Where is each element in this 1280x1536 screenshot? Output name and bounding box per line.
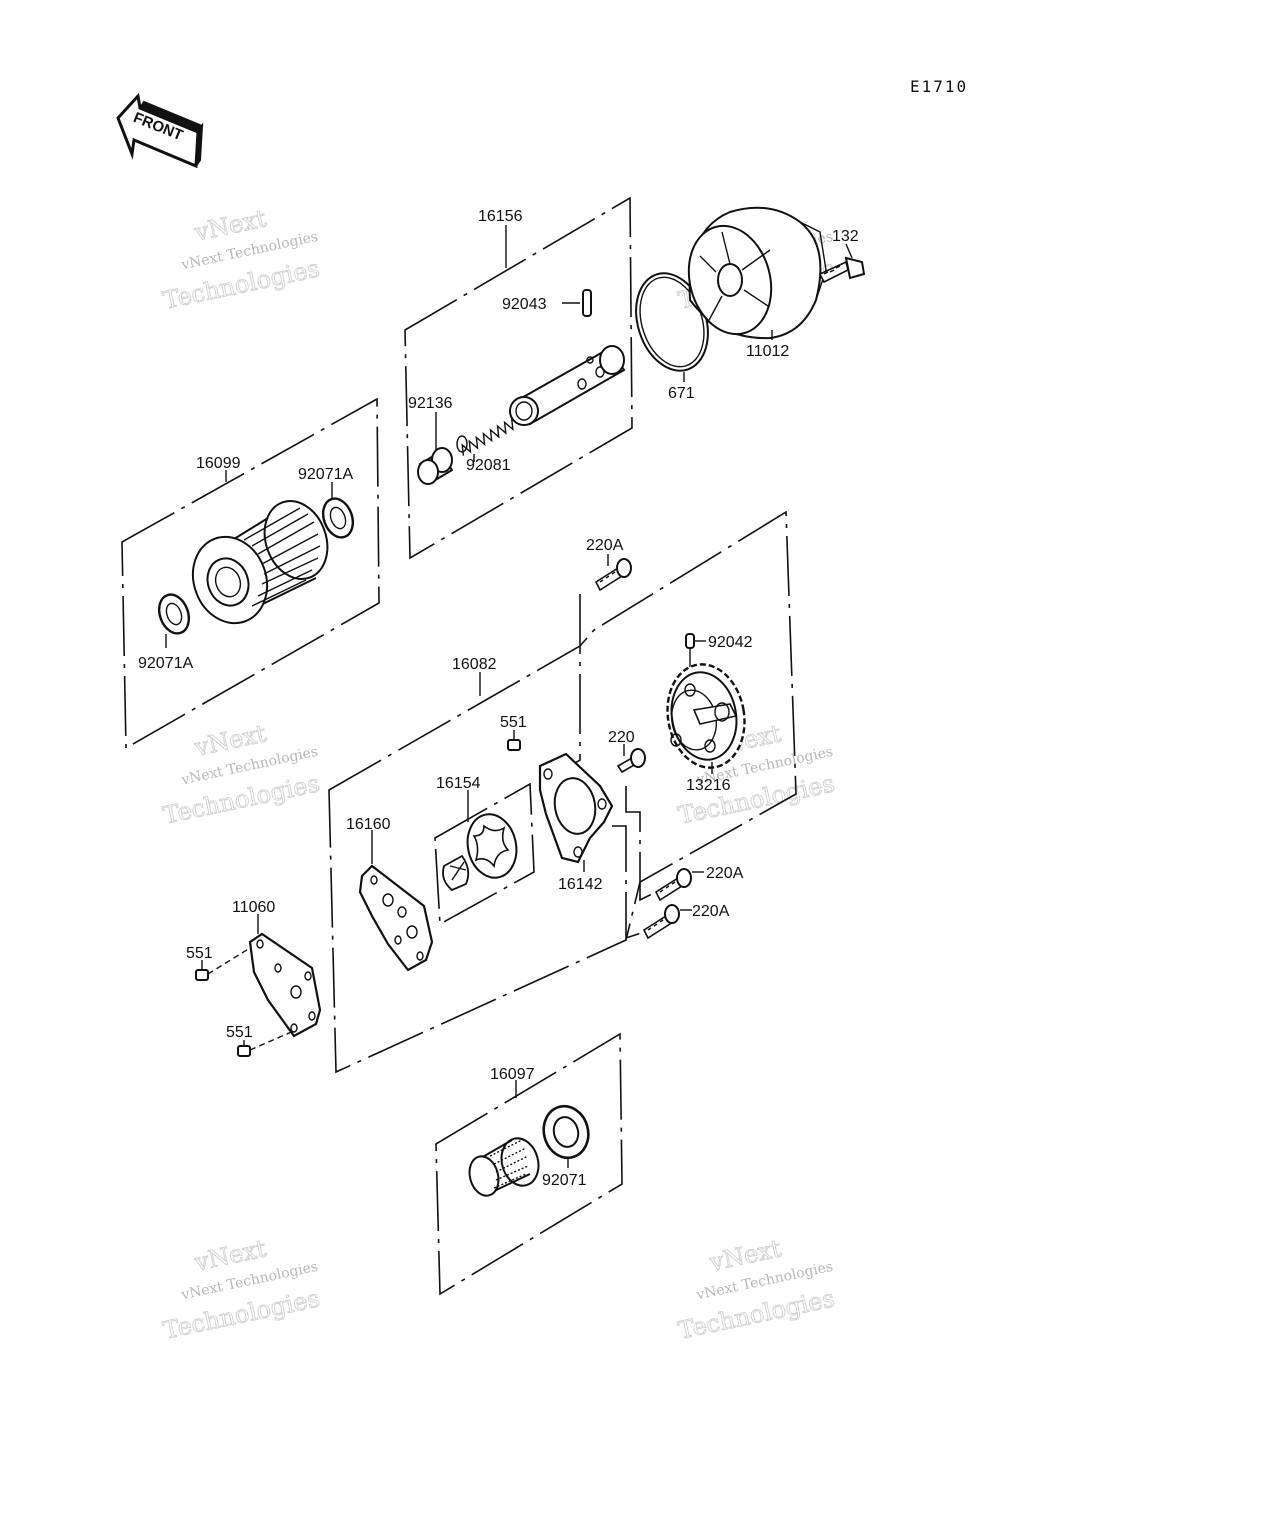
- oil-pump-gear-13216: [666, 663, 746, 769]
- group-box-16154: [434, 782, 535, 926]
- dowel-551-mid: [507, 739, 521, 751]
- label-92071: 92071: [542, 1172, 587, 1189]
- bolt-220A-low: [642, 904, 680, 940]
- oil-pump-cover-11012: [687, 206, 827, 340]
- label-16154: 16154: [436, 775, 481, 792]
- group-box-16082: [328, 510, 797, 1074]
- label-16082: 16082: [452, 656, 497, 673]
- label-16160: 16160: [346, 816, 391, 833]
- dowel-551-left-bottom: [237, 1045, 251, 1057]
- bolt-220A-mid: [654, 868, 692, 902]
- rotor-16154: [442, 813, 518, 892]
- label-16142: 16142: [558, 876, 603, 893]
- bolt-220: [616, 748, 646, 774]
- label-551-mid: 551: [500, 714, 527, 731]
- label-220: 220: [608, 729, 635, 746]
- label-220A-top: 220A: [586, 537, 624, 554]
- label-16099: 16099: [196, 455, 241, 472]
- label-16156: 16156: [478, 208, 523, 225]
- label-92071A-top: 92071A: [298, 466, 353, 483]
- bolt-220A-top: [594, 558, 632, 592]
- bolt-132: [818, 256, 866, 284]
- label-92136: 92136: [408, 395, 453, 412]
- seal-92071: [542, 1104, 590, 1160]
- label-220A-mid: 220A: [706, 865, 744, 882]
- watermark: vNext vNext Technologies Technologies: [160, 204, 322, 315]
- label-11012: 11012: [746, 343, 789, 360]
- front-arrow-icon: FRONT: [116, 92, 204, 169]
- group-box-16099: [121, 397, 380, 750]
- label-551-left-top: 551: [186, 945, 213, 962]
- oil-filter-16099: [191, 500, 329, 625]
- label-16097: 16097: [490, 1066, 535, 1083]
- label-92071A-bottom: 92071A: [138, 655, 193, 672]
- seal-92071A-top: [321, 497, 355, 539]
- label-92043: 92043: [502, 296, 547, 313]
- group-box-16097: [435, 1032, 623, 1296]
- label-11060: 11060: [232, 899, 275, 916]
- spring-92081: [456, 418, 514, 456]
- pump-plate-16160: [358, 864, 434, 972]
- seal-92071A-bottom: [157, 593, 191, 635]
- group-box-16156: [404, 196, 633, 560]
- pin-92043: [582, 289, 592, 317]
- pump-body-16142: [538, 752, 614, 864]
- label-220A-low: 220A: [692, 903, 730, 920]
- label-92042: 92042: [708, 634, 753, 651]
- relief-valve-shaft: [509, 345, 626, 426]
- label-92081: 92081: [466, 457, 511, 474]
- label-671: 671: [668, 385, 695, 402]
- label-132: 132: [832, 228, 859, 245]
- watermark: vNext vNext Technologies Technologies: [675, 1234, 837, 1345]
- oil-screen-16097: [468, 1137, 540, 1197]
- label-13216: 13216: [686, 777, 731, 794]
- watermark: vNext vNext Technologies Technologies: [160, 1234, 322, 1345]
- diagram-code: E1710: [910, 77, 968, 96]
- pin-92042: [685, 633, 695, 649]
- label-551-left-bottom: 551: [226, 1024, 253, 1041]
- sleeve-92136: [417, 447, 454, 485]
- gasket-11060: [248, 932, 322, 1038]
- dowel-551-left-top: [195, 969, 209, 981]
- watermark: vNext vNext Technologies Technologies: [160, 719, 322, 830]
